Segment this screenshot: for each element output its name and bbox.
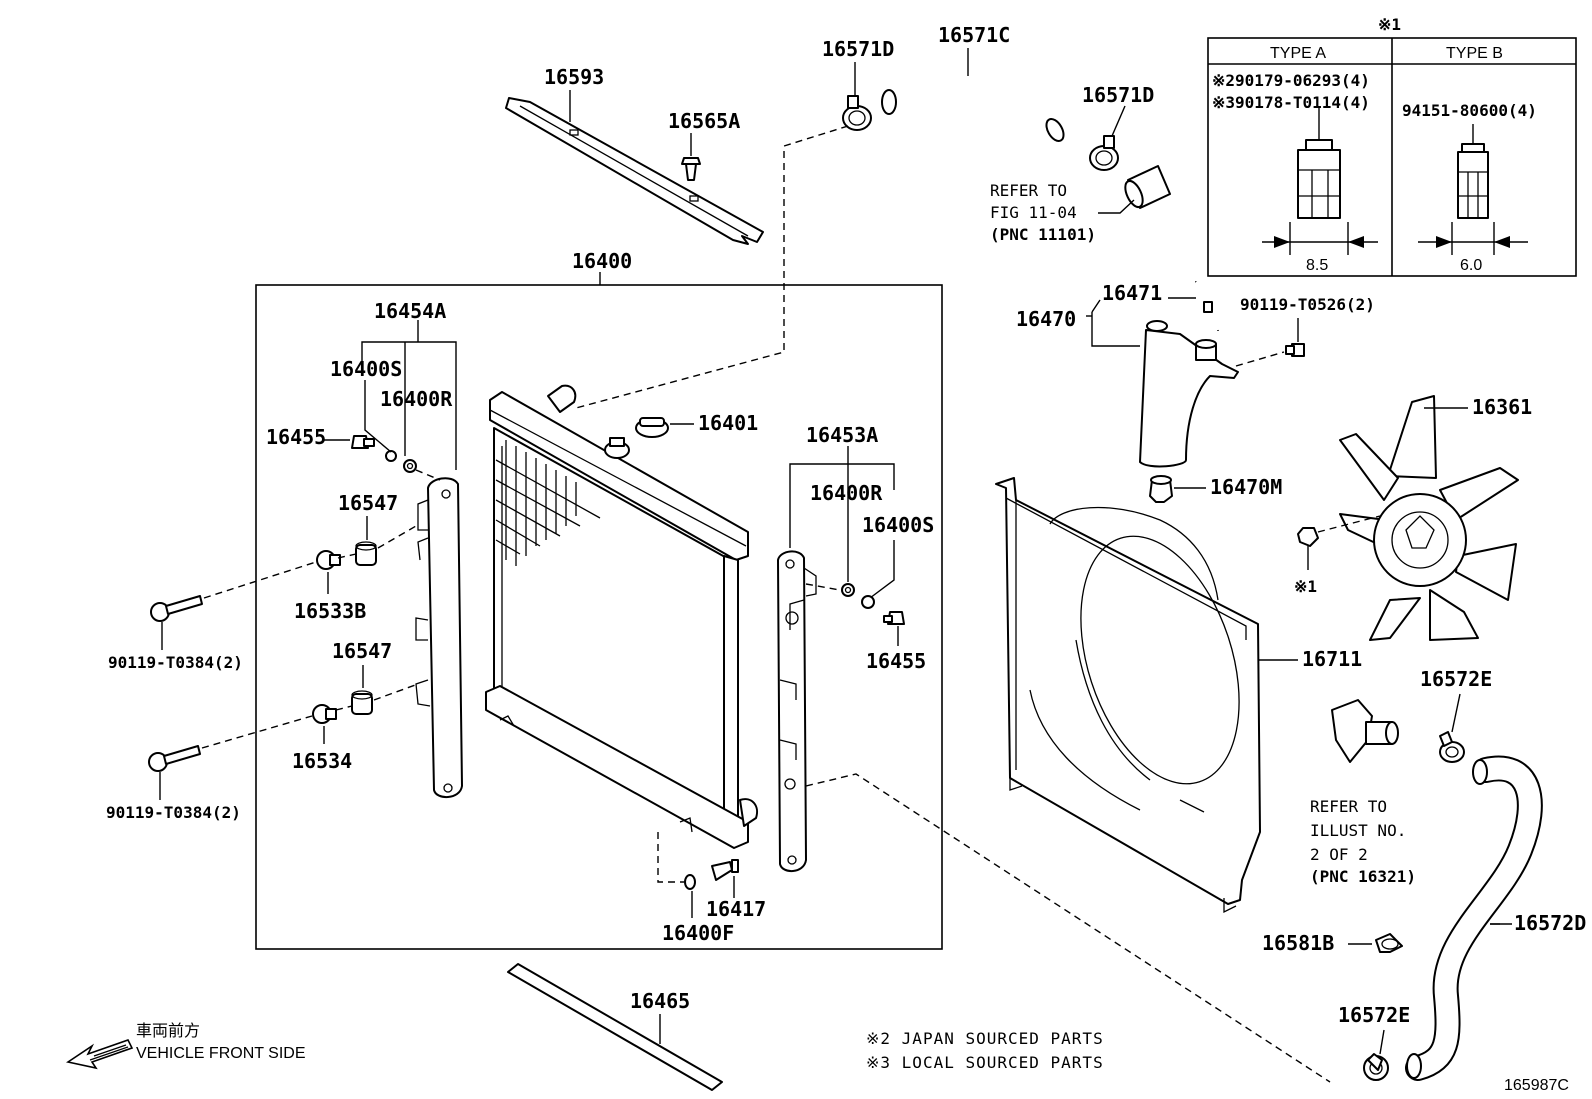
vehicle-front-arrow-icon (65, 1039, 134, 1070)
label-16711: 16711 (1302, 647, 1362, 671)
label-16454a: 16454A (374, 299, 446, 323)
grommet-16533b (316, 550, 341, 594)
bushing-16400s-right (861, 595, 875, 609)
note-local-sourced: ※3 LOCAL SOURCED PARTS (866, 1053, 1104, 1072)
o-ring-16400f (657, 832, 696, 918)
label-16401: 16401 (698, 411, 758, 435)
fan-shroud (995, 477, 1298, 914)
label-16547-b: 16547 (332, 639, 392, 663)
inset-type-a-part1: ※290179-06293(4) (1212, 71, 1370, 90)
ref-fig-line2: FIG 11-04 (990, 203, 1077, 222)
radiator-group-frame (255, 272, 943, 950)
label-16400s-a: 16400S (330, 357, 402, 381)
ref-ill-line1: REFER TO (1310, 797, 1387, 816)
label-16400r-a: 16400R (380, 387, 453, 411)
label-16571d-b: 16571D (1082, 83, 1154, 107)
inset-mark: ※1 (1378, 15, 1401, 34)
figure-id: 165987C (1504, 1077, 1569, 1094)
label-90119-t0384-a: 90119-T0384(2) (108, 653, 243, 672)
label-16571d-a: 16571D (822, 37, 894, 61)
label-90119-t0526: 90119-T0526(2) (1240, 295, 1375, 314)
label-90119-t0384-b: 90119-T0384(2) (106, 803, 241, 822)
reservoir-hose-16471 (1168, 281, 1220, 331)
ref-fig-line3: (PNC 11101) (990, 225, 1096, 244)
inset-type-a-part2: ※390178-T0114(4) (1212, 93, 1370, 112)
inset-type-b: TYPE B (1446, 45, 1503, 62)
engine-outlet-stub (1098, 165, 1171, 214)
label-16400r-b: 16400R (810, 481, 883, 505)
label-16565a: 16565A (668, 109, 740, 133)
label-16361: 16361 (1472, 395, 1532, 419)
label-16470m: 16470M (1210, 475, 1282, 499)
ref-ill-line4: (PNC 16321) (1310, 867, 1416, 886)
label-16534: 16534 (292, 749, 352, 773)
hose-clamp-16572e-lower (1363, 1029, 1389, 1081)
grommet-16534 (312, 704, 337, 744)
inset-dim-b: 6.0 (1460, 257, 1482, 274)
ref-ill-line2: ILLUST NO. (1310, 821, 1406, 840)
clip-16565a (681, 133, 701, 181)
hose-clamp-16572e-upper (1439, 693, 1465, 763)
radiator-core (485, 384, 758, 849)
left-side-plate (361, 320, 463, 798)
cap-16470m (1149, 475, 1206, 503)
bolt-90119-upper (150, 525, 417, 650)
cushion-16547-lower (351, 665, 373, 715)
label-16455-b: 16455 (866, 649, 926, 673)
radiator-cap (635, 417, 694, 438)
bolt-90119-t0526 (1235, 318, 1305, 367)
hose-clamp-16571d-b (1089, 105, 1126, 171)
label-16533b: 16533B (294, 599, 366, 623)
label-16572d: 16572D (1514, 911, 1586, 935)
label-16593: 16593 (544, 65, 604, 89)
label-16417: 16417 (706, 897, 766, 921)
label-16571c: 16571C (938, 23, 1010, 47)
note-japan-sourced: ※2 JAPAN SOURCED PARTS (866, 1029, 1104, 1048)
bushing-16400s-left (364, 380, 397, 462)
label-16400f: 16400F (662, 921, 734, 945)
label-16453a: 16453A (806, 423, 878, 447)
label-16572e-a: 16572E (1420, 667, 1492, 691)
label-16400: 16400 (572, 249, 632, 273)
inset-nut-types (1207, 37, 1577, 277)
bolt-16455-right (883, 611, 905, 646)
label-fan-nut-mark: ※1 (1294, 577, 1317, 596)
label-16471: 16471 (1102, 281, 1162, 305)
label-16455-a: 16455 (266, 425, 326, 449)
inset-dim-a: 8.5 (1306, 257, 1328, 274)
washer-16400r-left (403, 459, 441, 481)
label-16581b: 16581B (1262, 931, 1334, 955)
fan-nut (1297, 515, 1381, 570)
water-outlet (1331, 699, 1399, 763)
upper-hose (881, 48, 1065, 142)
radiator-support-bracket (505, 90, 764, 245)
hose-clamp-16581b (1348, 933, 1403, 953)
cushion-16547-upper (355, 516, 377, 566)
direction-jp: 車両前方 (136, 1022, 200, 1040)
lower-hose (1405, 755, 1543, 1081)
drain-cock-16417 (711, 859, 739, 898)
cooling-fan (1339, 395, 1519, 641)
ref-ill-line3: 2 OF 2 (1310, 845, 1368, 864)
label-16572e-b: 16572E (1338, 1003, 1410, 1027)
label-16547-a: 16547 (338, 491, 398, 515)
label-16470: 16470 (1016, 307, 1076, 331)
inset-type-a: TYPE A (1270, 45, 1326, 62)
inset-type-b-part: 94151-80600(4) (1402, 101, 1537, 120)
hose-clamp-16571d-a (842, 62, 872, 131)
label-16400s-b: 16400S (862, 513, 934, 537)
ref-fig-line1: REFER TO (990, 181, 1067, 200)
bolt-90119-lower (148, 683, 419, 800)
reservoir-tank (1086, 299, 1239, 468)
direction-en: VEHICLE FRONT SIDE (136, 1045, 306, 1062)
bolt-16455-left (324, 435, 375, 449)
washer-16400r-right (841, 583, 855, 597)
radiator-seal-16465 (507, 963, 723, 1091)
label-16465: 16465 (630, 989, 690, 1013)
right-side-plate (777, 446, 895, 872)
